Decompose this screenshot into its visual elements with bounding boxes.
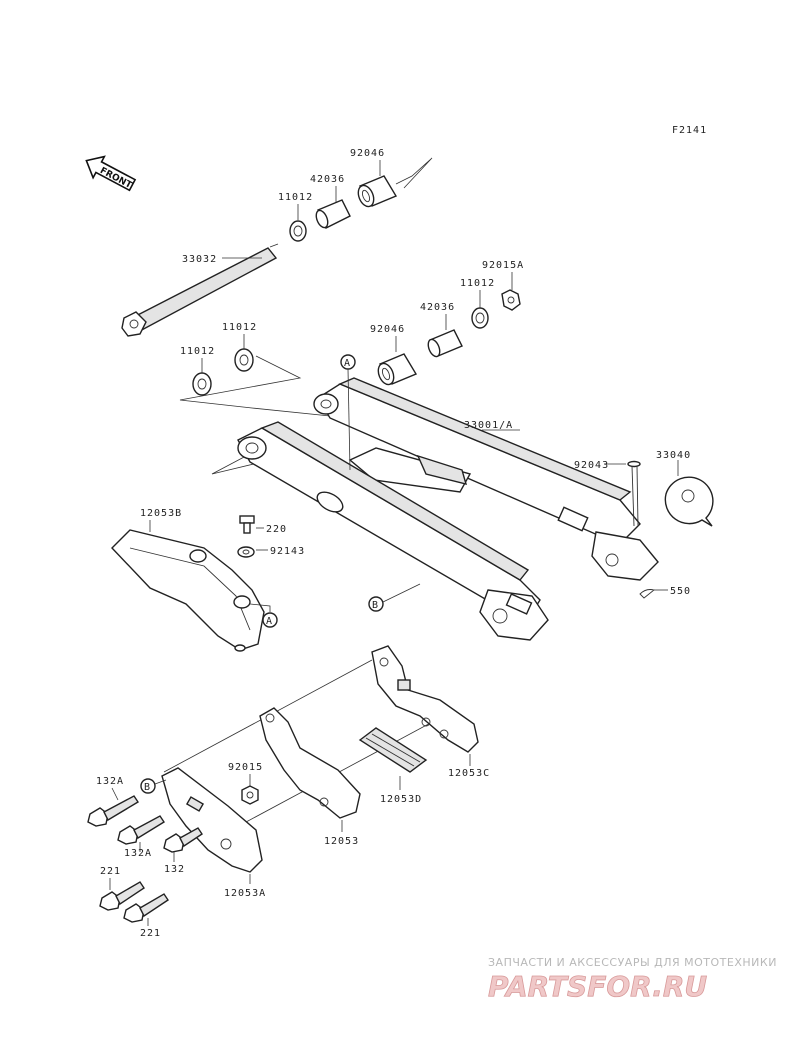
label-33040: 33040 <box>656 450 691 461</box>
label-33001A: 33001/A <box>464 420 513 431</box>
bolt-221-2 <box>123 893 169 923</box>
bushing-92046-right <box>377 353 418 386</box>
watermark-caption: ЗАПЧАСТИ И АКСЕССУАРЫ ДЛЯ МОТОТЕХНИКИ <box>488 956 777 969</box>
label-42036-top: 42036 <box>310 174 345 185</box>
label-92043: 92043 <box>574 460 609 471</box>
nut-92015A <box>501 289 521 311</box>
label-92015: 92015 <box>228 762 263 773</box>
label-92046-right: 92046 <box>370 324 405 335</box>
callout-a-text: A <box>344 358 351 369</box>
label-220: 220 <box>266 524 287 535</box>
guide-plate-12053C <box>371 645 479 753</box>
bolt-220 <box>239 515 255 534</box>
guide-plate-12053A <box>161 767 263 873</box>
label-221-2: 221 <box>140 928 161 939</box>
bolt-132A-1 <box>87 795 139 827</box>
chain-adjuster-33040 <box>664 476 714 527</box>
label-12053A: 12053A <box>224 888 266 899</box>
label-11012-left-upper: 11012 <box>222 322 257 333</box>
label-92143: 92143 <box>270 546 305 557</box>
label-11012-right: 11012 <box>460 278 495 289</box>
bolt-221-1 <box>99 881 145 911</box>
bearing-11012-left-lower <box>192 372 212 396</box>
label-221-1: 221 <box>100 866 121 877</box>
washer-92143 <box>237 546 255 558</box>
label-12053B: 12053B <box>140 508 182 519</box>
bearing-11012-right <box>471 307 489 329</box>
cotter-pin-550 <box>639 589 655 599</box>
sleeve-42036-top <box>315 199 351 229</box>
label-33032: 33032 <box>182 254 217 265</box>
chain-guide-12053B <box>111 529 265 652</box>
label-12053C: 12053C <box>448 768 490 779</box>
diagram-code: F2141 <box>672 125 707 136</box>
nut-92015 <box>241 785 259 805</box>
bolt-132 <box>163 827 203 853</box>
label-132: 132 <box>164 864 185 875</box>
callout-b-lower-marker: B <box>140 778 156 794</box>
bushing-92046-top <box>357 175 398 208</box>
label-92015A: 92015A <box>482 260 524 271</box>
label-11012-left-lower: 11012 <box>180 346 215 357</box>
front-arrow-icon: FRONT <box>85 155 137 192</box>
label-42036-right: 42036 <box>420 302 455 313</box>
guide-plate-12053 <box>259 707 361 819</box>
callout-b-lower-text: B <box>144 782 151 793</box>
bearing-11012-left-upper <box>234 348 254 372</box>
callout-b-marker: B <box>368 596 384 612</box>
guide-pad-12053D <box>358 727 428 773</box>
sleeve-42036-right <box>427 329 463 358</box>
label-11012-top: 11012 <box>278 192 313 203</box>
pin-92043 <box>627 460 641 527</box>
callout-a-guide-text: A <box>266 616 273 627</box>
label-132A-1: 132A <box>96 776 124 787</box>
watermark-brand: PARTSFOR.RU <box>488 970 707 1003</box>
label-12053D: 12053D <box>380 794 422 805</box>
label-550: 550 <box>670 586 691 597</box>
callout-b-text: B <box>372 600 379 611</box>
bearing-11012-top <box>289 220 307 242</box>
label-132A-2: 132A <box>124 848 152 859</box>
callout-a-marker: A <box>340 354 356 370</box>
label-12053: 12053 <box>324 836 359 847</box>
label-92046-top: 92046 <box>350 148 385 159</box>
swingarm <box>237 377 659 641</box>
pivot-shaft <box>121 243 279 337</box>
callout-a-guide-marker: A <box>262 612 278 628</box>
bolt-132A-2 <box>117 815 165 845</box>
